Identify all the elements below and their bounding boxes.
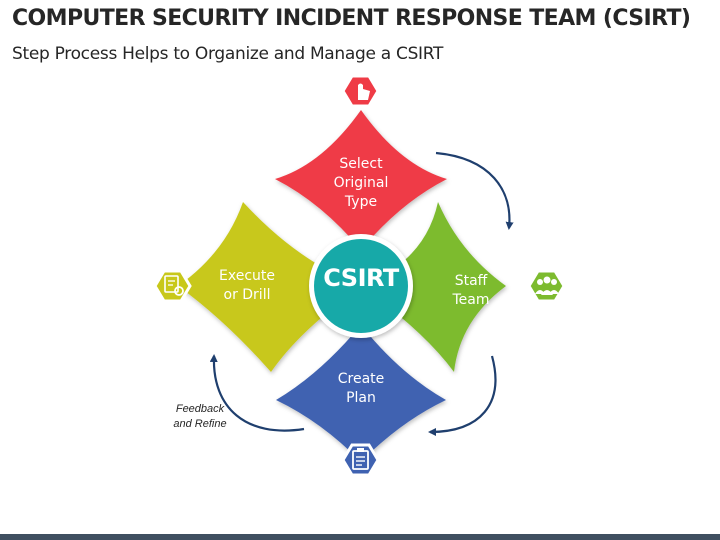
- checklist-gear-icon: [153, 269, 192, 303]
- hand-pointer-icon: [341, 74, 380, 108]
- csirt-center-circle: [314, 239, 408, 333]
- page-title: COMPUTER SECURITY INCIDENT RESPONSE TEAM…: [12, 6, 691, 31]
- arrow-top-to-right: [435, 151, 514, 230]
- arrow-bottom-to-left: [209, 354, 305, 432]
- footer-bar: [0, 534, 720, 540]
- team-icon: [527, 269, 566, 303]
- csirt-center-label: CSIRT: [323, 264, 399, 292]
- select-original-type-petal: [275, 110, 447, 250]
- staff-team-petal: [360, 202, 506, 372]
- create-plan-petal: [276, 325, 446, 462]
- page-subtitle: Step Process Helps to Organize and Manag…: [12, 44, 444, 64]
- execute-or-drill-petal: [178, 202, 362, 372]
- arrow-right-to-bottom: [428, 355, 497, 436]
- clipboard-icon: [341, 443, 380, 477]
